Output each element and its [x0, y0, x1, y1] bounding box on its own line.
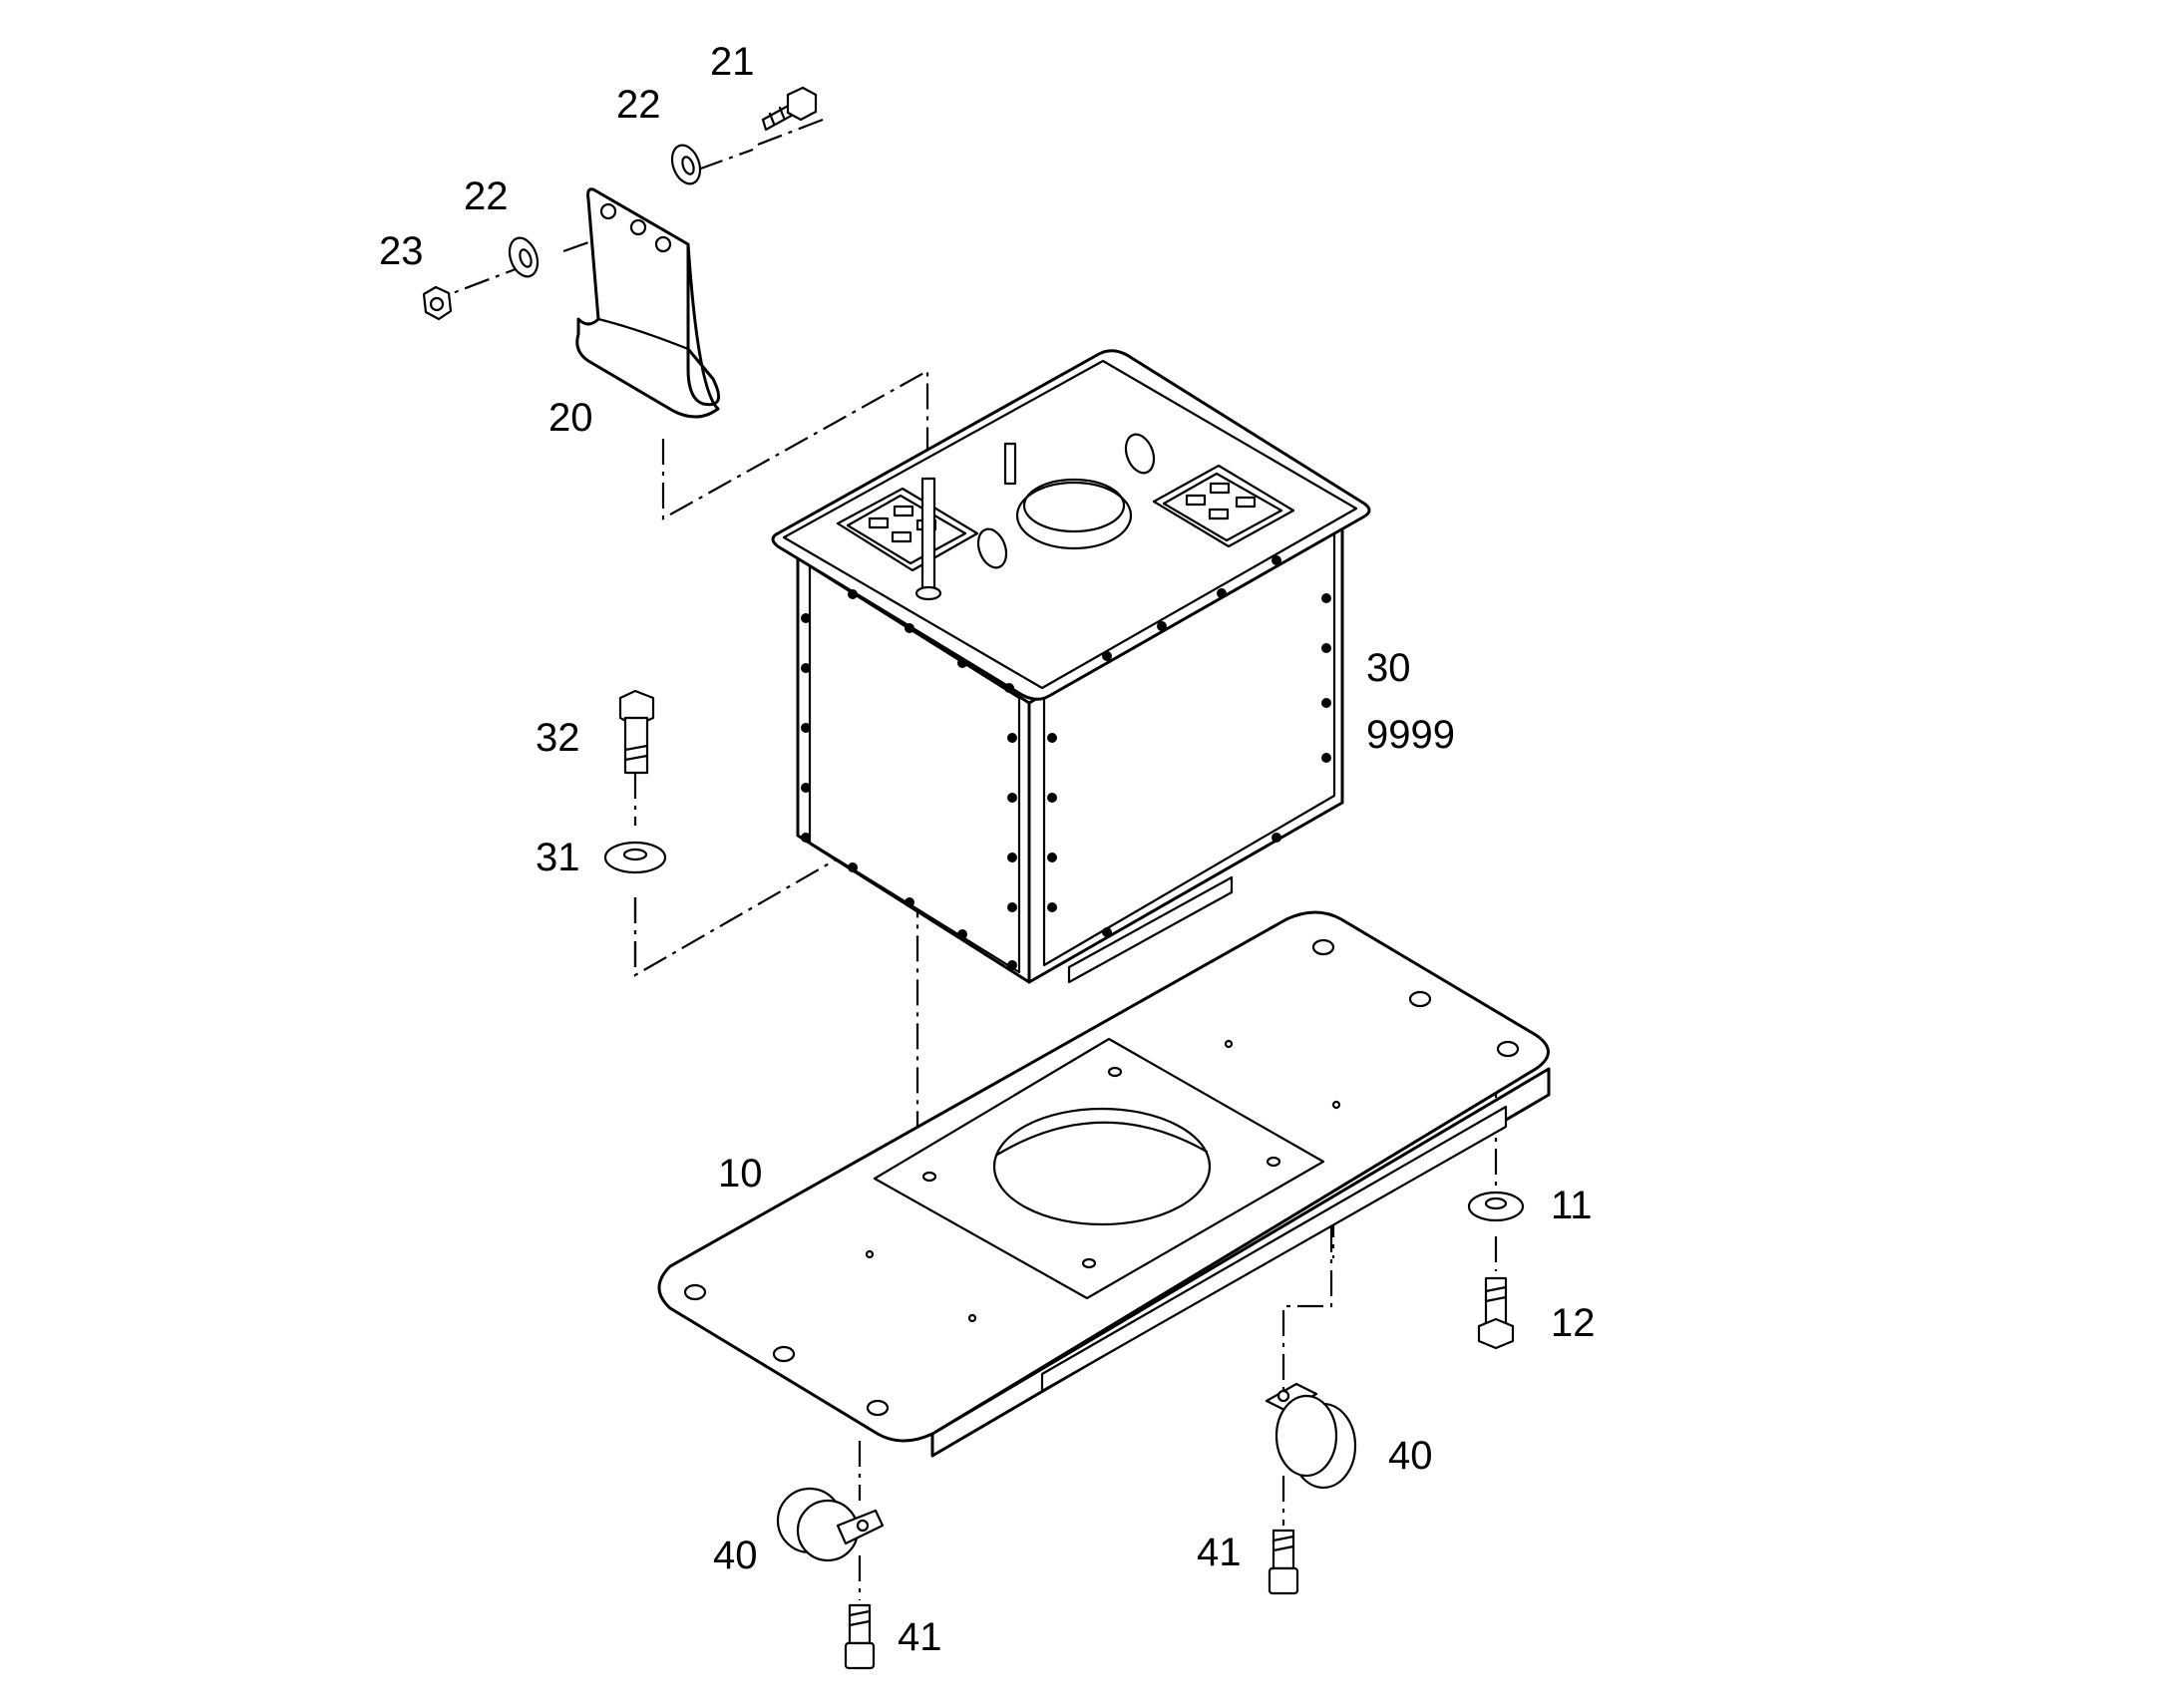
nut-23: [422, 285, 453, 321]
callout-41-left: 41: [898, 1615, 942, 1659]
callout-21: 21: [710, 40, 755, 84]
tank-box: [771, 349, 1371, 984]
callout-12: 12: [1551, 1301, 1596, 1345]
bracket: [575, 187, 721, 419]
callout-31: 31: [536, 836, 580, 879]
screw-41-left: [844, 1603, 876, 1670]
callout-40-right: 40: [1388, 1434, 1433, 1478]
bolt-21: [761, 86, 818, 132]
washer-11: [1467, 1191, 1525, 1222]
callout-10: 10: [718, 1152, 763, 1196]
callout-32: 32: [536, 716, 580, 760]
callout-9999: 9999: [1366, 713, 1455, 757]
bolt-12: [1477, 1276, 1515, 1350]
callout-23: 23: [379, 229, 424, 273]
callout-22-lower: 22: [464, 174, 509, 218]
washer-22-lower: [508, 236, 540, 278]
washer-22-upper: [670, 144, 702, 185]
base-plate: [657, 910, 1551, 1458]
callout-22-upper: 22: [616, 83, 661, 127]
callout-40-left: 40: [713, 1534, 758, 1577]
washer-31: [603, 841, 667, 874]
callout-41-right: 41: [1197, 1531, 1242, 1574]
callout-20: 20: [548, 396, 593, 440]
castor-40-left: [776, 1487, 885, 1562]
callout-11: 11: [1551, 1184, 1593, 1227]
bolt-32: [618, 689, 655, 775]
callout-30: 30: [1366, 646, 1411, 690]
callouts: 21 22 22 23 20 30 9999 32 31 10 11 12 40…: [379, 40, 1596, 1659]
screw-41-right: [1268, 1529, 1299, 1595]
castor-40-right: [1265, 1382, 1357, 1490]
